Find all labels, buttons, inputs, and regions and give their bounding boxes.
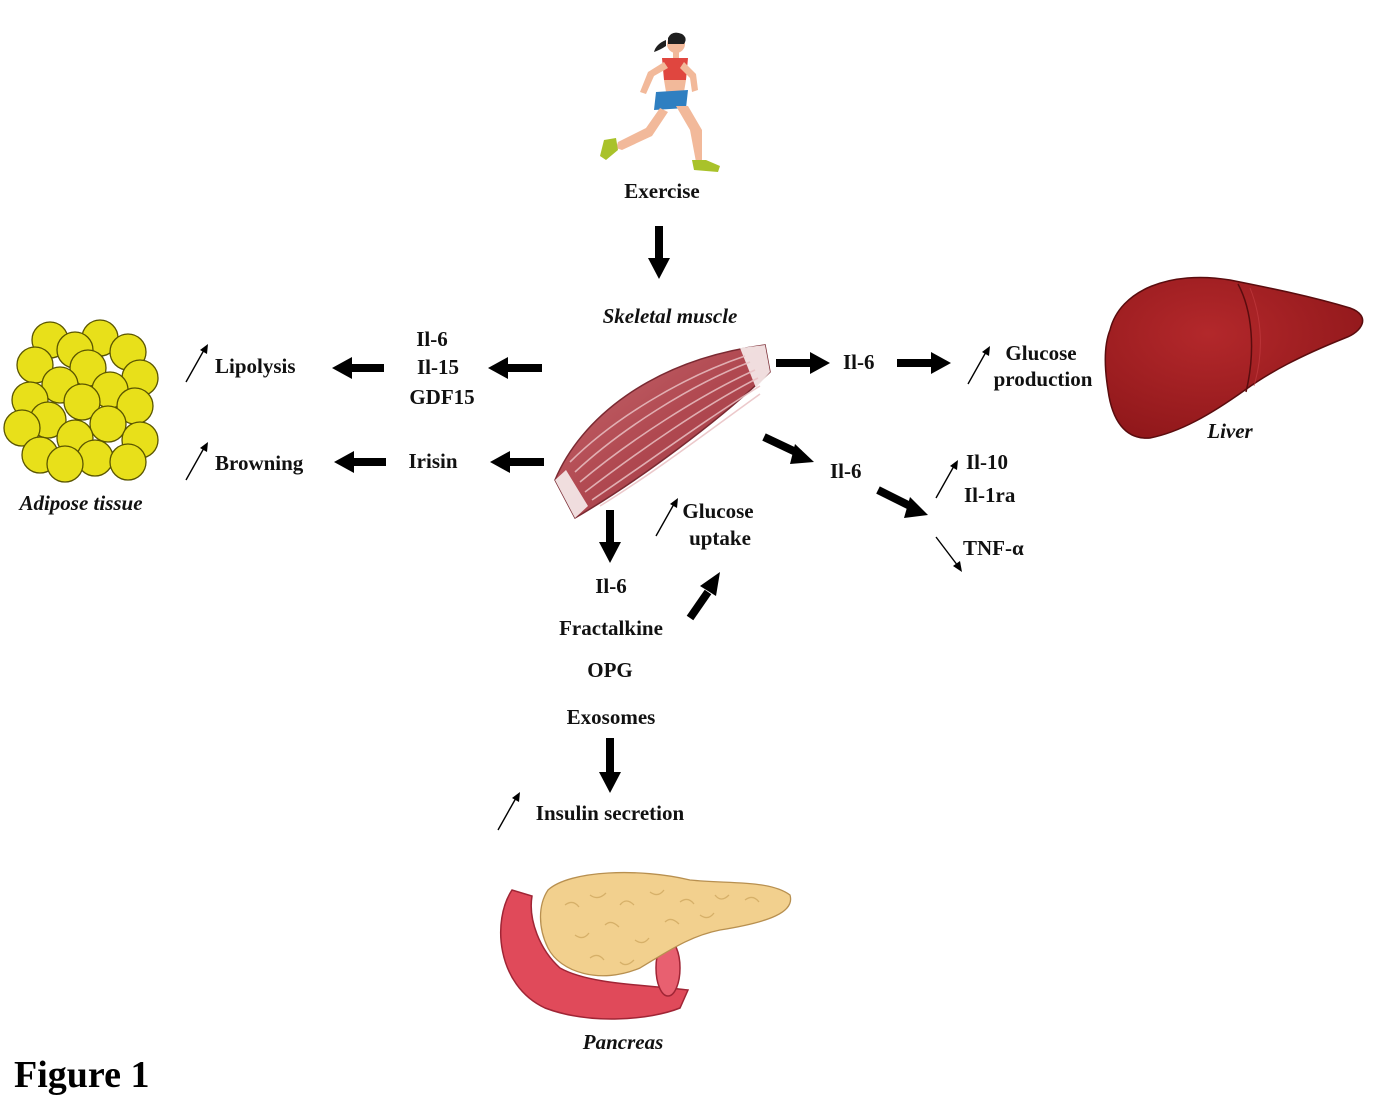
arrow-myokines-to-glucose-uptake (686, 572, 720, 621)
label-glucose-uptake-line1: Glucose (682, 499, 754, 523)
arrow-il6-to-cytokines (876, 486, 928, 518)
figure-label: Figure 1 (14, 1054, 150, 1096)
arrow-muscle-to-pancreatic-myokines (599, 510, 621, 563)
adipose-illustration (3, 319, 159, 483)
label-insulin-secretion: Insulin secretion (535, 801, 685, 825)
arrow-muscle-to-myokines (488, 357, 542, 379)
up-arrow-anti-inflammatory (935, 460, 958, 499)
label-skeletal-muscle: Skeletal muscle (602, 304, 738, 328)
label-myokine-fractalkine: Fractalkine (559, 616, 663, 640)
label-myokine-il6-inflammation: Il-6 (830, 459, 862, 483)
label-myokine-il15: Il-15 (417, 355, 459, 379)
label-pancreas: Pancreas (582, 1030, 664, 1054)
up-arrow-glucose-production (967, 346, 990, 385)
label-myokine-exosomes: Exosomes (566, 705, 656, 729)
label-myokine-il6-pancreas: Il-6 (595, 574, 627, 598)
arrow-exercise-to-muscle (648, 226, 670, 279)
label-adipose-tissue: Adipose tissue (19, 491, 143, 515)
indicator-arrows (185, 344, 990, 831)
label-myokine-opg: OPG (587, 658, 633, 682)
label-myokine-il6-liver: Il-6 (843, 350, 875, 374)
label-glucose-production-line1: Glucose (1005, 341, 1077, 365)
up-arrow-lipolysis (185, 344, 208, 383)
up-arrow-browning (185, 442, 208, 481)
arrow-exosomes-to-insulin (599, 738, 621, 793)
pancreas-illustration (500, 871, 792, 1020)
runner-illustration (600, 32, 720, 172)
liver-illustration (1104, 276, 1364, 439)
label-lipolysis: Lipolysis (215, 354, 296, 378)
arrow-muscle-to-il6-liver (776, 352, 830, 374)
label-myokine-irisin: Irisin (408, 449, 458, 473)
label-tnf-alpha: TNF-α (963, 536, 1024, 560)
arrow-myokines-to-lipolysis (332, 357, 384, 379)
arrow-irisin-to-browning (334, 451, 386, 473)
up-arrow-insulin (497, 792, 520, 831)
label-liver: Liver (1207, 419, 1253, 443)
muscle-illustration (554, 344, 771, 520)
up-arrow-glucose-uptake (655, 498, 678, 537)
label-browning: Browning (215, 451, 304, 475)
label-glucose-uptake-line2: uptake (689, 526, 751, 550)
label-il10: Il-10 (966, 450, 1008, 474)
arrows (332, 226, 951, 793)
label-exercise: Exercise (624, 179, 700, 203)
label-glucose-production-line2: production (993, 367, 1093, 391)
arrow-il6-to-glucose-production (897, 352, 951, 374)
label-myokine-gdf15: GDF15 (409, 385, 475, 409)
arrow-muscle-to-irisin (490, 451, 544, 473)
arrow-muscle-to-il6-inflammation (762, 433, 814, 464)
label-il1ra: Il-1ra (964, 483, 1016, 507)
label-myokine-il6-adipose: Il-6 (416, 327, 448, 351)
down-arrow-tnf (935, 536, 962, 572)
